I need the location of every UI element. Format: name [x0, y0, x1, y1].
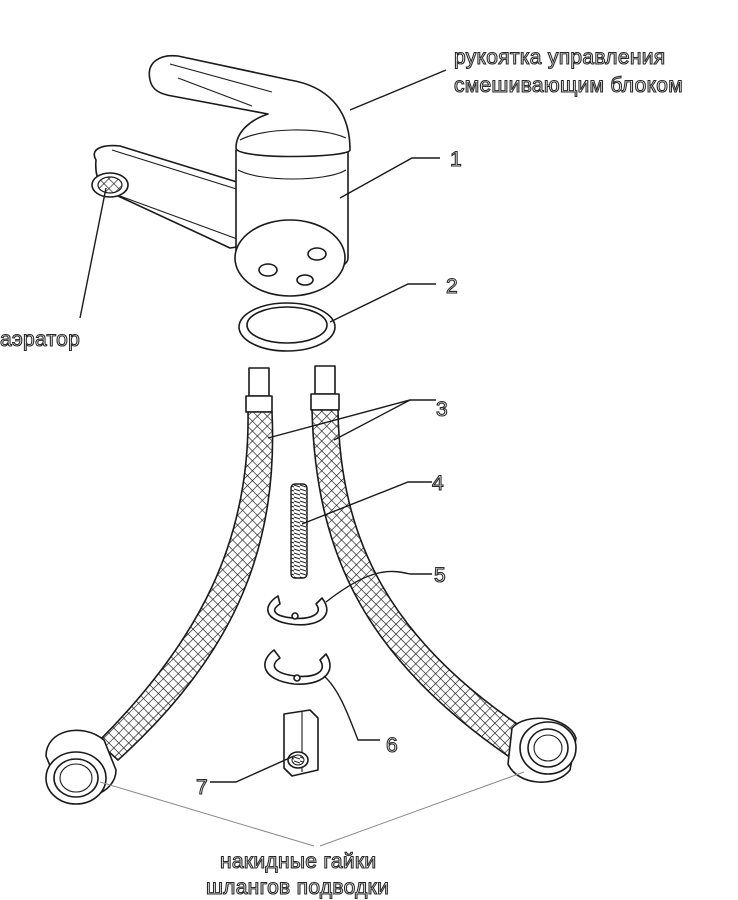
leader-lines	[79, 69, 525, 847]
label-handle-line2: смешивающим блоком	[454, 74, 683, 97]
label-aerator: аэратор	[0, 328, 80, 351]
part-number-3: 3	[436, 398, 448, 421]
gasket-ring	[238, 302, 336, 352]
label-handle-line1: рукоятка управления	[454, 46, 665, 69]
part-number-1: 1	[450, 148, 462, 171]
mounting-stud	[290, 483, 308, 579]
label-nuts-line1: накидные гайки	[220, 850, 376, 873]
stud-hole	[296, 274, 314, 286]
part-number-6: 6	[386, 734, 398, 757]
pressure-washer-lower	[264, 649, 331, 685]
labels: рукоятка управления смешивающим блоком а…	[0, 45, 683, 899]
part-number-7: 7	[196, 776, 208, 799]
part-number-2: 2	[446, 275, 458, 298]
inlet-hole	[307, 247, 327, 261]
part-number-4: 4	[432, 472, 444, 495]
label-nuts-line2: шлангов подводки	[206, 876, 389, 899]
coupling-nut	[283, 709, 319, 777]
inlet-hole	[258, 263, 278, 277]
part-number-5: 5	[434, 564, 446, 587]
faucet-body	[91, 54, 351, 297]
hose-left	[45, 367, 274, 805]
horseshoe-washer-upper	[267, 595, 328, 626]
control-handle	[148, 54, 351, 158]
